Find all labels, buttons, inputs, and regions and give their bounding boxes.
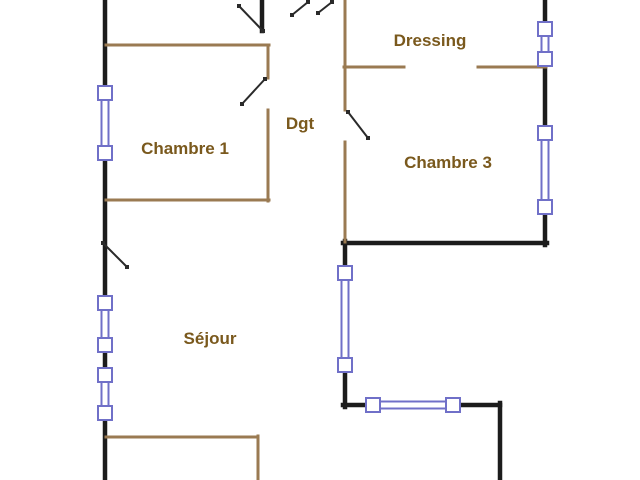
door-hinge: [290, 13, 294, 17]
window-frame-end: [537, 51, 553, 67]
door-entrance-left: [290, 0, 310, 17]
window-sejour-bottom: [365, 397, 461, 413]
window-frame-end: [97, 85, 113, 101]
door-end: [330, 0, 334, 4]
room-label-sejour: Séjour: [184, 329, 237, 348]
window-frame-end: [337, 357, 353, 373]
door-hinge: [316, 11, 320, 15]
window-frame-end: [97, 367, 113, 383]
door-end: [237, 4, 241, 8]
window-dressing-right: [537, 21, 553, 67]
room-label-chambre-1: Chambre 1: [141, 139, 229, 158]
window-frame-end: [97, 405, 113, 421]
room-labels: Dressing Chambre 1 Dgt Chambre 3 Séjour: [141, 31, 492, 348]
door-chambre1: [240, 77, 267, 106]
window-frame-end: [97, 145, 113, 161]
window-frame-end: [537, 21, 553, 37]
door-end: [125, 265, 129, 269]
interior-walls: [104, 0, 548, 480]
door-leaf: [238, 5, 264, 32]
window-opening: [338, 266, 352, 372]
door-hinge: [263, 77, 267, 81]
door-entrance-right: [316, 0, 334, 15]
doors: [101, 0, 370, 269]
window-frame-end: [537, 199, 553, 215]
exterior-walls: [102, 0, 550, 480]
door-leaf: [347, 111, 369, 139]
window-frame-end: [97, 295, 113, 311]
door-hinge: [101, 241, 105, 245]
room-label-dressing: Dressing: [394, 31, 467, 50]
door-leaf: [102, 242, 128, 268]
door-end: [366, 136, 370, 140]
door-leaf: [317, 1, 333, 14]
door-hinge: [346, 110, 350, 114]
door-sejour: [101, 241, 129, 269]
door-dgt-top: [237, 4, 265, 33]
door-leaf: [241, 78, 266, 105]
windows: [97, 21, 553, 421]
window-frame-end: [445, 397, 461, 413]
door-chambre3: [346, 110, 370, 140]
window-sejour-left-upper: [97, 295, 113, 353]
door-hinge: [261, 29, 265, 33]
window-sejour-right: [337, 265, 353, 373]
window-chambre1-left: [97, 85, 113, 161]
window-frame-end: [97, 337, 113, 353]
window-frame-end: [365, 397, 381, 413]
window-chambre3-right: [537, 125, 553, 215]
window-sejour-left-lower: [97, 367, 113, 421]
door-end: [306, 0, 310, 4]
door-end: [240, 102, 244, 106]
room-label-chambre-3: Chambre 3: [404, 153, 492, 172]
door-leaf: [291, 1, 309, 16]
window-frame-end: [337, 265, 353, 281]
window-frame-end: [537, 125, 553, 141]
room-label-dgt: Dgt: [286, 114, 315, 133]
